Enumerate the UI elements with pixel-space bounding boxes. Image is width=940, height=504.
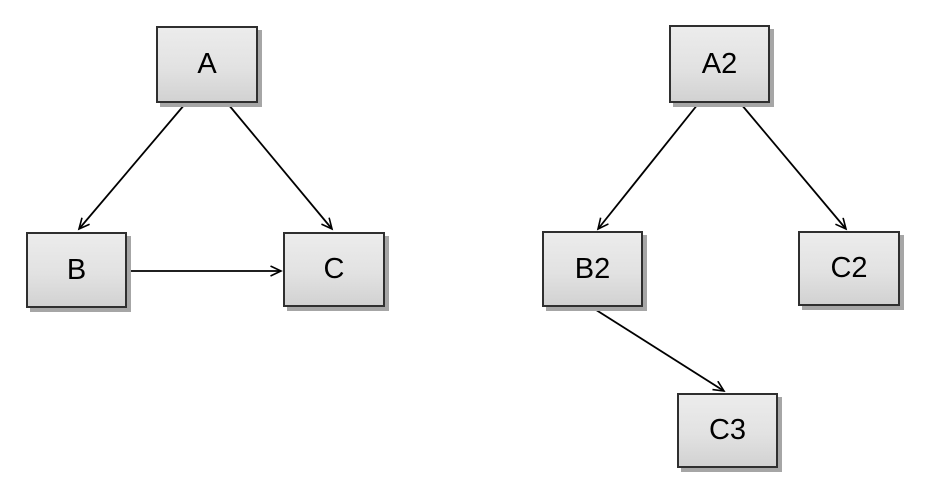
node-label-C: C [323,253,345,285]
node-C3[interactable]: C3 [677,393,778,468]
node-label-C2: C2 [830,252,868,284]
edge-A-to-B [79,103,186,229]
node-label-A: A [197,48,217,80]
edge-A2-to-B2 [598,103,699,229]
node-A2[interactable]: A2 [669,25,770,103]
node-label-C3: C3 [708,414,747,446]
node-C[interactable]: C [283,232,385,307]
edge-A-to-C [227,103,332,229]
node-label-B2: B2 [574,252,611,285]
edge-B2-to-C3 [592,307,724,391]
node-C2[interactable]: C2 [798,231,900,306]
node-label-A2: A2 [701,47,738,80]
node-B2[interactable]: B2 [542,231,643,307]
node-label-B: B [66,253,87,286]
node-B[interactable]: B [26,232,127,308]
edge-A2-to-C2 [740,103,846,229]
node-A[interactable]: A [156,26,258,103]
